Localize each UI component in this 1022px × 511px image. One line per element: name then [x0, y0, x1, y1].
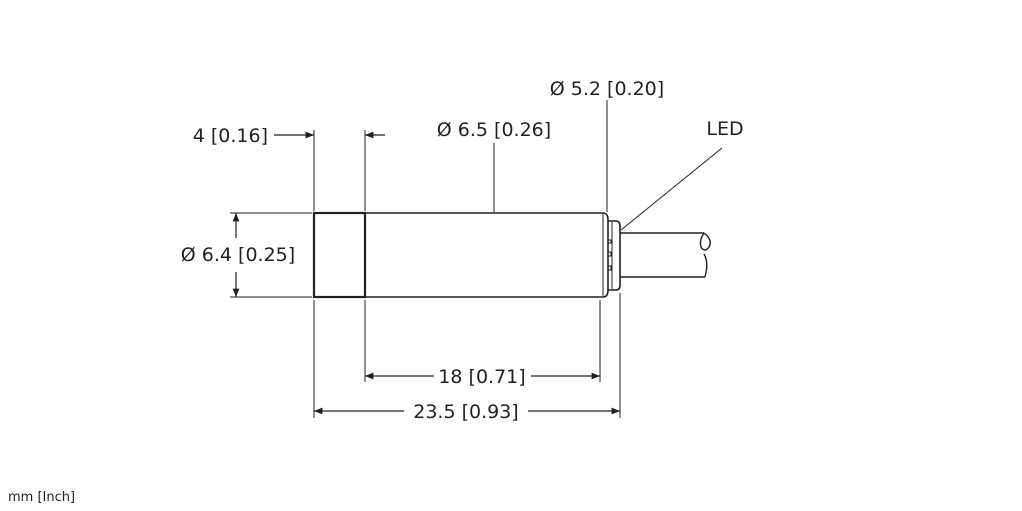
nut [608, 220, 621, 291]
units-note: mm [Inch] [8, 490, 75, 505]
nut-diameter-label: Ø 5.2 [0.20] [550, 78, 664, 100]
body-diameter-label: Ø 6.5 [0.26] [437, 119, 551, 141]
sensor-body [312, 211, 609, 299]
body-length-label: 18 [0.71] [438, 366, 525, 388]
extension-lines [230, 100, 723, 418]
led-label: LED [706, 118, 743, 140]
dimension-arrows [232, 131, 620, 415]
total-length-label: 23.5 [0.93] [413, 401, 518, 423]
cable [620, 232, 711, 278]
front-length-label: 4 [0.16] [193, 125, 268, 147]
front-diameter-label: Ø 6.4 [0.25] [181, 244, 295, 266]
